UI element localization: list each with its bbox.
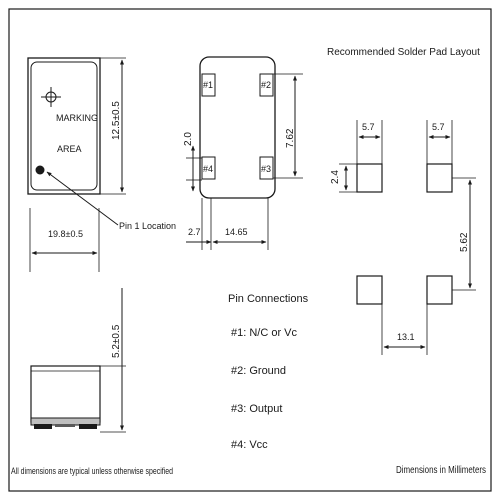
area-label: AREA — [57, 144, 82, 154]
pin1-dot-icon — [35, 165, 45, 175]
pin-connection-2: #2: Ground — [231, 365, 286, 377]
solder-pad-bottom-left — [356, 275, 383, 305]
package-top-view: MARKING AREA Pin 1 Location 12.5±0.5 19.… — [27, 57, 176, 272]
pin-connection-3: #3: Output — [231, 403, 282, 415]
dim-pad-w-left-label: 5.7 — [362, 122, 375, 132]
package-outline-outer — [27, 57, 101, 195]
pin-pad-1 — [201, 73, 216, 97]
package-bottom-view: #1 #2 #4 #3 2.0 7.62 2.7 14.65 — [183, 56, 303, 250]
pin-pad-3 — [259, 156, 274, 180]
pin-label-4: #4 — [203, 164, 213, 174]
pin-connection-1: #1: N/C or Vc — [231, 327, 298, 339]
pin-label-2: #2 — [261, 80, 271, 90]
dim-pad-w-right-label: 5.7 — [432, 122, 445, 132]
dim-pad-h-label: 2.4 — [330, 170, 341, 184]
pin1-location-label: Pin 1 Location — [119, 221, 176, 231]
dim-pin-pitch-h-label: 14.65 — [225, 227, 248, 237]
package-side-view: 5.2±0.5 — [30, 288, 126, 433]
dim-pad-pitch-v-label: 5.62 — [459, 232, 470, 252]
crosshair-icon — [41, 87, 61, 107]
footer-note-typical: All dimensions are typical unless otherw… — [11, 466, 173, 477]
marking-label: MARKING — [56, 113, 98, 123]
pin1-leader-line — [46, 171, 119, 226]
dim-pad-pitch-h-label: 13.1 — [397, 332, 415, 342]
side-lead-left — [34, 424, 52, 429]
side-lead-center — [55, 424, 75, 427]
pin-label-1: #1 — [203, 80, 213, 90]
pin-connection-4: #4: Vcc — [231, 439, 268, 451]
dim-pin-gap-label: 2.0 — [183, 132, 194, 146]
pin-connections-title: Pin Connections — [228, 293, 309, 305]
dim-thickness-label: 5.2±0.5 — [111, 324, 122, 358]
bottom-view-outline — [199, 56, 276, 199]
side-base-plate — [30, 417, 101, 426]
dim-pin-pitch-v-label: 7.62 — [285, 128, 296, 148]
package-outline-inner — [30, 61, 98, 191]
pin-pad-4 — [201, 156, 216, 180]
pin-label-3: #3 — [261, 164, 271, 174]
dim-height-label: 12.5±0.5 — [111, 101, 122, 140]
sheet-border — [8, 8, 492, 492]
dim-width-label: 19.8±0.5 — [48, 229, 83, 239]
dim-pin-offset-label: 2.7 — [188, 227, 201, 237]
pin-pad-2 — [259, 73, 274, 97]
footer-note-units: Dimensions in Millimeters — [396, 465, 486, 476]
side-lead-right — [79, 424, 97, 429]
solder-pad-title: Recommended Solder Pad Layout — [327, 47, 480, 58]
solder-pad-top-left — [356, 163, 383, 193]
pin-connections: Pin Connections #1: N/C or Vc #2: Ground… — [228, 293, 309, 451]
solder-pad-layout: Recommended Solder Pad Layout 5.7 5.7 2.… — [327, 47, 480, 355]
